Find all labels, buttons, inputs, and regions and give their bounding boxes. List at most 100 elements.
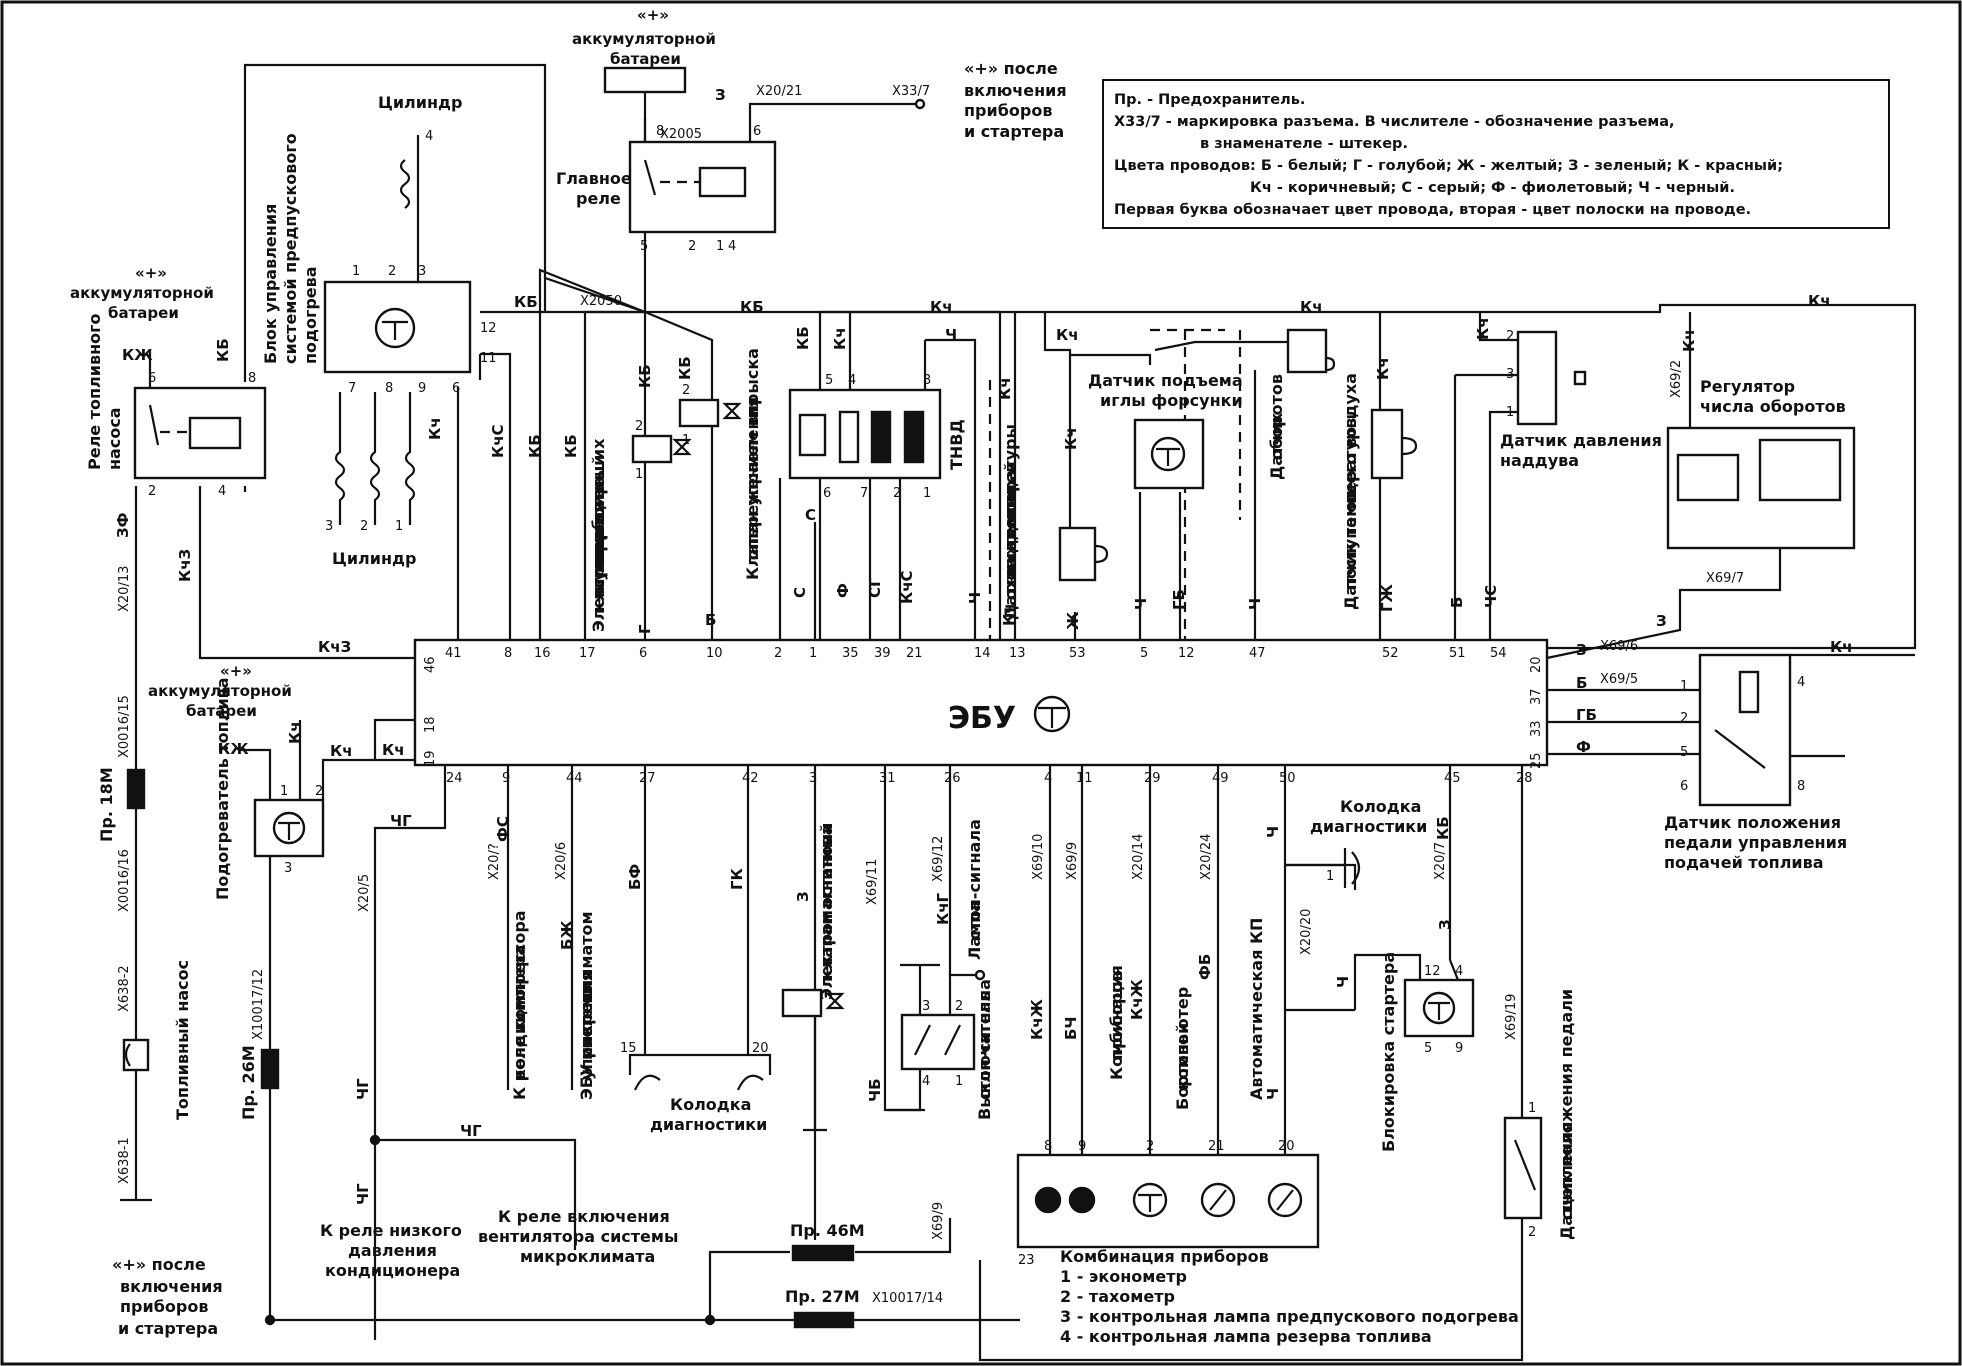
connector-x69-2: X69/6 xyxy=(1600,639,1638,654)
coolant-temp-sensor: Датчик температурыохлаждающейжидкости xyxy=(1001,424,1109,620)
svg-text:5: 5 xyxy=(640,239,648,254)
wire-bch: ФБ xyxy=(1196,954,1214,980)
wire-kb-valve: КБ xyxy=(676,356,694,380)
connector-x69-19: X69/19 xyxy=(1504,994,1519,1040)
legend-box: Пр. - Предохранитель. X33/7 - маркировка… xyxy=(1102,79,1890,229)
connector-x10018-32: X69/9 xyxy=(931,1202,946,1240)
svg-text:4: 4 xyxy=(425,129,433,144)
svg-text:1: 1 xyxy=(923,486,931,501)
wire-kb-egr: КБ xyxy=(636,364,654,388)
ecu-pin-top: 16 xyxy=(534,646,551,661)
ecu-pin-top: 51 xyxy=(1449,646,1466,661)
injection-timing-valve: 21 Клапан управленияопережением впрыска xyxy=(678,348,762,580)
cylinder-bottom-label: Цилиндр xyxy=(332,549,416,568)
svg-text:8: 8 xyxy=(248,371,256,386)
lamp-4-icon xyxy=(1034,1186,1062,1214)
connector-x20-6: X20/6 xyxy=(554,842,569,880)
fuse-46m: Пр. 46М xyxy=(790,1221,865,1262)
ecu-pin-top: 35 xyxy=(842,646,859,661)
wire-k-1: КЖ xyxy=(122,346,153,364)
fuse-46m-label: Пр. 46М xyxy=(790,1221,865,1240)
svg-text:2: 2 xyxy=(682,383,690,398)
cylinder-top-label: Цилиндр xyxy=(378,93,462,112)
svg-text:2: 2 xyxy=(1146,1139,1154,1154)
glow-unit-label: Блок управлениясистемой предпусковогопод… xyxy=(261,133,320,364)
ecu-pin-top: 39 xyxy=(874,646,891,661)
wire-kchz-2: КчЗ xyxy=(318,638,351,656)
air-temp-sensor: Датчик температурыпоступающего воздуха xyxy=(1341,373,1418,610)
ecu-pin-top: 12 xyxy=(1178,646,1195,661)
wire-ch-starter: Ч xyxy=(1334,976,1352,988)
climate-ecu-label: ЭБУ системыуправлениямикроклиматом xyxy=(577,911,596,1100)
wire-f-tnvd: СГ xyxy=(866,577,884,598)
injection-valve-label: Клапан управленияопережением впрыска xyxy=(743,348,762,580)
fuel-pump-relay-label: Реле топливногонасоса xyxy=(85,314,124,471)
ecu-pin-25: 25 xyxy=(1529,752,1544,769)
wire-kch-glow: Кч xyxy=(426,417,444,440)
ecu-pin-top: 2 xyxy=(774,646,782,661)
svg-text:3: 3 xyxy=(1506,367,1514,382)
connector-x2050: X2050 xyxy=(580,294,622,309)
wire-kchg: ЧБ xyxy=(866,1078,884,1102)
stop-valve: Электромагнитныйклапан останова xyxy=(781,823,845,1132)
wire-b-boost: Б xyxy=(1448,597,1466,608)
wire-z-stop: З xyxy=(794,891,812,902)
connector-x20-14: X20/14 xyxy=(1131,834,1146,880)
svg-text:3: 3 xyxy=(923,373,931,388)
connector-x69-12: X69/12 xyxy=(931,836,946,882)
egr-valve: 21 Электромагнитныйклапан рецир-куляциио… xyxy=(589,419,692,632)
wire-zh-needle: ГБ xyxy=(1170,589,1188,610)
connector-x2005: X2005 xyxy=(660,127,702,142)
cluster-item-3: 3 - контрольная лампа предпускового подо… xyxy=(1060,1307,1519,1326)
ecu-pin-bottom: 42 xyxy=(742,771,759,786)
wire-kb-glow: КБ xyxy=(514,293,538,311)
ecu-pin-top: 53 xyxy=(1069,646,1086,661)
svg-text:2: 2 xyxy=(688,239,696,254)
svg-text:20: 20 xyxy=(752,1041,769,1056)
instruments-label: Комбинацияприборов xyxy=(1107,965,1126,1080)
ecu-pin-bottom: 27 xyxy=(639,771,656,786)
egr-label: Электромагнитныйклапан рецир-куляцииотра… xyxy=(589,438,608,632)
ecu-pin-top: 1 xyxy=(809,646,817,661)
ecu-pin-bottom: 11 xyxy=(1076,771,1093,786)
wire-fs: БЖ xyxy=(558,920,576,950)
onboard-computer-label: Бортовойкомпьютер xyxy=(1173,987,1192,1110)
ecu-pin-46: 46 xyxy=(423,656,438,673)
wire-kch-bus: Кч xyxy=(930,298,953,316)
ecu-pin-bottom: 4 xyxy=(1044,771,1052,786)
starter-lock-label: Блокировка стартера xyxy=(1379,952,1398,1152)
ecu-pin-37: 37 xyxy=(1529,688,1544,705)
fuse-27m-label: Пр. 27М xyxy=(785,1287,860,1306)
stop-valve-label: Электромагнитныйклапан останова xyxy=(817,823,836,1000)
svg-text:1: 1 xyxy=(280,784,288,799)
svg-text:5: 5 xyxy=(1424,1041,1432,1056)
svg-text:2: 2 xyxy=(315,784,323,799)
connector-x20-24: X20/24 xyxy=(1199,834,1214,880)
connector-x72-5: X69/2 xyxy=(1669,360,1684,398)
svg-text:8: 8 xyxy=(385,381,393,396)
wire-gb: ГЖ xyxy=(1378,583,1396,612)
connector-x20-20: X20/20 xyxy=(1299,909,1314,955)
svg-text:7: 7 xyxy=(348,381,356,396)
connector-x20-21: X20/21 xyxy=(756,84,802,99)
svg-text:4: 4 xyxy=(922,1074,930,1089)
stop-switch-label: Выключательстоп-сигнала xyxy=(975,979,994,1120)
wire-z-starter: З xyxy=(1436,919,1454,930)
wire-ch-rpm: Ч xyxy=(1246,598,1264,610)
ecu-pin-bottom: 3 xyxy=(809,771,817,786)
wire-kchs: Г xyxy=(636,624,654,634)
ecu-pin-top: 10 xyxy=(706,646,723,661)
